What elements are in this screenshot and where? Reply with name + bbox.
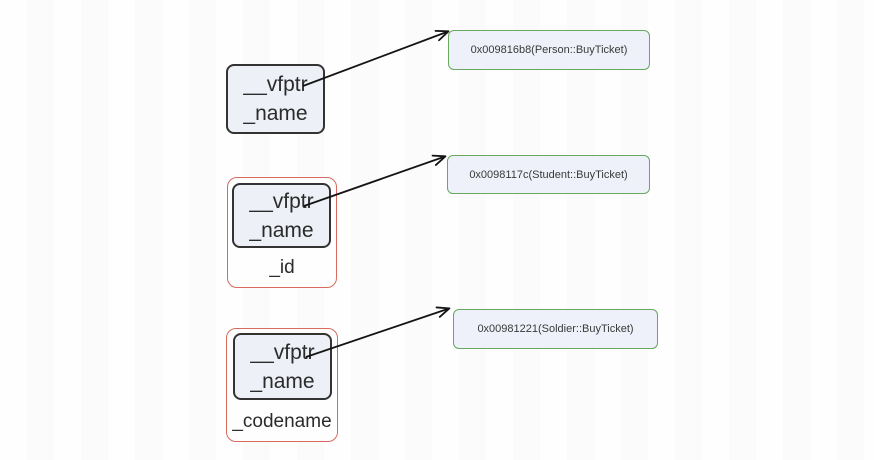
name-field: _name <box>250 369 315 393</box>
person-vtable-entry-label: 0x009816b8(Person::BuyTicket) <box>470 44 628 56</box>
soldier-vtable-entry-label: 0x00981221(Soldier::BuyTicket) <box>477 323 634 335</box>
student-vtable-node: 0x0098117c(Student::BuyTicket) <box>447 155 650 194</box>
student-base-node: __vfptr _name <box>232 183 331 248</box>
person-vtable-node: 0x009816b8(Person::BuyTicket) <box>448 30 650 70</box>
soldier-base-node: __vfptr _name <box>233 333 332 400</box>
vfptr-field: __vfptr <box>243 73 308 96</box>
student-vtable-entry-label: 0x0098117c(Student::BuyTicket) <box>469 168 628 181</box>
person-object-node: __vfptr _name <box>226 64 325 134</box>
id-member-label: _id <box>269 257 295 278</box>
vfptr-field: __vfptr <box>250 340 315 364</box>
name-field: _name <box>249 218 314 242</box>
vfptr-field: __vfptr <box>249 189 314 213</box>
name-field: _name <box>243 102 308 125</box>
codename-member-label: _codename <box>232 411 332 432</box>
soldier-vtable-node: 0x00981221(Soldier::BuyTicket) <box>453 309 658 349</box>
